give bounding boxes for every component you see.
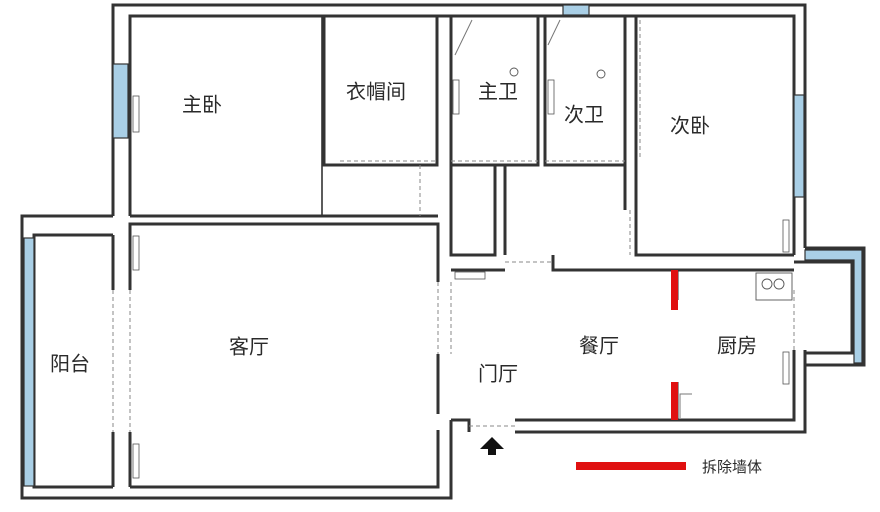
kitchen-bay-outer (805, 246, 866, 367)
balcony-outer-wall (20, 214, 113, 500)
radiator-kitchen (782, 351, 790, 385)
stove-burner-right-icon (773, 278, 785, 290)
second-bedroom-window (793, 94, 805, 198)
legend-demolish-swatch (576, 462, 686, 470)
balcony-window (23, 237, 35, 487)
exterior-walls (20, 3, 866, 500)
demolished-wall-lower (671, 382, 678, 420)
master-bath-drain-icon (509, 67, 519, 77)
windows (23, 4, 863, 487)
door-openings (112, 20, 795, 432)
room-label-second-bath: 次卫 (564, 102, 604, 127)
radiator-second-bedroom (782, 219, 790, 253)
second-bath-door-swing (547, 19, 561, 46)
radiator-living-top (132, 235, 140, 271)
radiator-master-bath (452, 79, 460, 115)
corridor-closet (449, 165, 497, 257)
second-bedroom-walls (634, 16, 794, 257)
stove (755, 272, 793, 301)
radiator-living-bottom (132, 443, 140, 479)
cloakroom-walls (322, 14, 439, 167)
fixtures (454, 19, 793, 418)
south-wall-living (113, 420, 453, 500)
room-label-master-bath: 主卫 (478, 79, 518, 104)
radiator-master (132, 95, 140, 133)
demolished-wall-upper (671, 270, 678, 310)
radiator-foyer (454, 271, 486, 280)
second-bath-walls (543, 14, 627, 167)
south-wall-dining-inner (515, 350, 796, 422)
room-label-cloakroom: 衣帽间 (346, 79, 406, 104)
kitchen-bay-inner (794, 260, 854, 355)
entry-arrow-icon (480, 437, 504, 455)
living-north-wall (128, 222, 440, 290)
second-bath-window (562, 4, 590, 16)
master-bath-door-swing (454, 19, 473, 56)
room-label-balcony: 阳台 (50, 351, 90, 376)
master-bedroom-window (112, 63, 129, 139)
room-label-master-bedroom: 主卧 (182, 92, 222, 117)
room-label-kitchen: 厨房 (717, 333, 757, 358)
kitchen-door-swing (679, 393, 692, 418)
kitchen-bay-window (804, 249, 863, 364)
room-label-living-room: 客厅 (229, 334, 269, 359)
dining-north-wall (551, 255, 794, 272)
south-wall-dining (515, 350, 807, 434)
demolished-walls (671, 270, 678, 420)
south-wall-living-inner (130, 430, 440, 489)
radiator-second-bath (547, 79, 555, 115)
stove-burner-left-icon (761, 278, 773, 290)
room-label-dining-room: 餐厅 (579, 333, 619, 358)
interior-walls (130, 14, 794, 420)
room-label-second-bedroom: 次卧 (670, 113, 710, 138)
second-bath-drain-icon (596, 69, 606, 79)
entry-left-jamb (451, 418, 471, 432)
radiators (132, 79, 790, 479)
room-label-foyer: 门厅 (478, 361, 518, 386)
legend-demolish-label: 拆除墙体 (702, 458, 763, 476)
